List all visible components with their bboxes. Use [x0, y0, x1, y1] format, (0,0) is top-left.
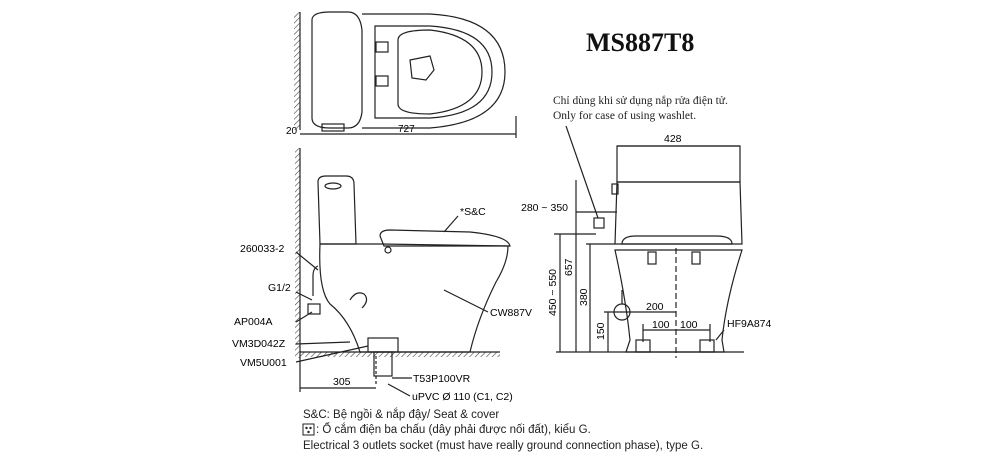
leader-vm3d042z [295, 341, 351, 345]
socket-icon-pin-left [305, 426, 308, 430]
leader-cw887v [443, 289, 489, 313]
side-tank [317, 175, 357, 245]
label-vm5u001: VM5U001 [240, 357, 287, 369]
label-428: 428 [664, 133, 682, 145]
side-drain-flange [367, 337, 399, 353]
label-hf9a874: HF9A874 [727, 318, 772, 330]
label-g12: G1/2 [268, 282, 291, 294]
socket-icon-pin-right [309, 426, 312, 430]
side-bowl [319, 243, 509, 353]
label-t53: T53P100VR [413, 373, 471, 385]
dim-20-label: 20 [286, 126, 298, 137]
top-tank [311, 11, 363, 129]
label-ap004a: AP004A [234, 316, 273, 328]
leader-260033 [295, 251, 319, 271]
top-hinge-lower [375, 75, 389, 87]
label-150: 150 [595, 322, 607, 340]
socket-icon [302, 423, 315, 436]
front-socket [593, 217, 605, 229]
model-title: MS887T8 [586, 28, 695, 57]
label-vm3d042z: VM3D042Z [232, 338, 286, 350]
label-sc: *S&C [460, 206, 486, 218]
leader-upvc [387, 383, 411, 397]
leader-ap004a [295, 311, 313, 323]
note-vietnamese: Chỉ dùng khi sử dụng nắp rửa điện tử. [553, 95, 728, 107]
front-foot-right [699, 339, 715, 353]
side-flush-button [324, 182, 342, 190]
side-hose-loop [349, 292, 368, 309]
side-seat-cover [379, 229, 511, 247]
front-flush-lever [611, 183, 619, 195]
label-cw887v: CW887V [490, 307, 532, 319]
leader-g12 [295, 291, 313, 301]
note-english: Only for case of using washlet. [553, 110, 697, 122]
legend-sc: S&C: Bệ ngồi & nắp đậy/ Seat & cover [303, 409, 500, 421]
top-bowl-outer [362, 13, 506, 129]
front-hinge-left [647, 251, 657, 265]
leader-hf9a874 [715, 329, 725, 341]
top-wall-hatch [294, 12, 300, 130]
top-bowl-inner [397, 29, 483, 115]
label-200: 200 [646, 301, 664, 313]
label-100-right: 100 [680, 319, 698, 331]
floor-hatch [300, 352, 500, 357]
side-drain-pipe [373, 351, 393, 377]
front-bowl [614, 249, 743, 353]
socket-icon-pin-ground [307, 430, 310, 434]
side-supply-pipe [312, 265, 319, 296]
label-260033: 260033-2 [240, 243, 285, 255]
legend-socket-en: Electrical 3 outlets socket (must have r… [303, 440, 704, 452]
side-angle-valve [307, 303, 321, 315]
front-tank-top [616, 145, 741, 183]
legend-socket-vi: : Ổ cắm điện ba chấu (dây phải được nối … [316, 424, 591, 436]
front-seat-cover [621, 235, 733, 245]
label-380: 380 [578, 288, 590, 306]
leader-vm5u001 [295, 345, 369, 363]
label-upvc: uPVC Ø 110 (C1, C2) [412, 391, 513, 403]
top-seat-ring [374, 25, 493, 119]
leader-socket-note [565, 125, 599, 219]
side-seat-hinge [384, 246, 392, 254]
label-305: 305 [333, 376, 351, 388]
front-hinge-right [691, 251, 701, 265]
top-hinge-upper [375, 41, 389, 53]
label-657: 657 [563, 258, 575, 276]
top-view [294, 11, 517, 138]
top-tank-button [321, 123, 345, 132]
side-view [295, 148, 511, 397]
label-280-350: 280 ~ 350 [521, 202, 568, 214]
front-view [554, 125, 744, 358]
label-450-550: 450 ~ 550 [547, 269, 559, 316]
label-100-left: 100 [652, 319, 670, 331]
dim-727-label: 727 [398, 124, 415, 135]
top-drain [409, 55, 435, 81]
front-tank-body [614, 181, 743, 245]
leader-sc [443, 215, 459, 233]
